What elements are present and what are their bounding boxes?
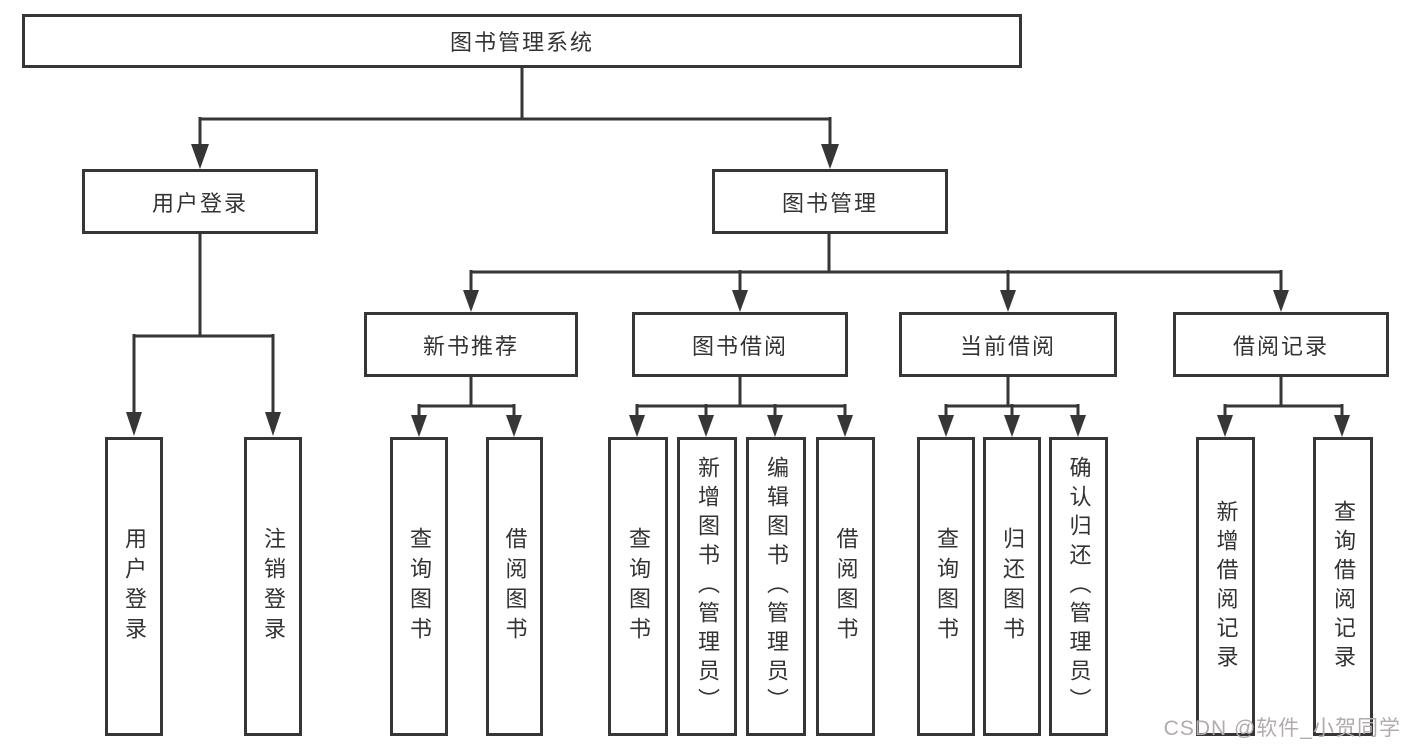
leaf-borrow-books: 借阅图书 bbox=[816, 437, 875, 736]
leaf-borrow-books-recommend: 借阅图书 bbox=[486, 437, 543, 736]
node-label: 图书管理 bbox=[781, 190, 878, 216]
node-current-borrow: 当前借阅 bbox=[899, 312, 1117, 377]
node-label: 当前借阅 bbox=[959, 333, 1056, 359]
leaf-query-books-current: 查询图书 bbox=[917, 437, 975, 736]
node-label: 新增借阅记录 bbox=[1213, 499, 1239, 674]
node-label: 借阅记录 bbox=[1232, 333, 1329, 359]
leaf-user-login: 用户登录 bbox=[105, 437, 163, 736]
node-label: 注销登录 bbox=[261, 526, 286, 647]
node-label: 借阅图书 bbox=[833, 526, 859, 647]
node-label: 新书推荐 bbox=[422, 333, 519, 359]
leaf-query-books-recommend: 查询图书 bbox=[390, 437, 448, 736]
leaf-add-books-admin: 新增图书（管理员） bbox=[677, 437, 737, 736]
csdn-watermark: CSDN @软件_小贺同学 bbox=[1163, 717, 1401, 740]
leaf-query-borrow-record: 查询借阅记录 bbox=[1313, 437, 1373, 736]
node-label: 图书借阅 bbox=[691, 333, 788, 359]
leaf-query-books-borrow: 查询图书 bbox=[608, 437, 668, 736]
node-new-book-recommend: 新书推荐 bbox=[364, 312, 578, 377]
node-label: 图书管理系统 bbox=[449, 30, 594, 55]
node-book-borrow: 图书借阅 bbox=[632, 312, 848, 377]
leaf-edit-books-admin: 编辑图书（管理员） bbox=[746, 437, 806, 736]
node-label: 借阅图书 bbox=[502, 526, 528, 647]
node-label: 归还图书 bbox=[1000, 526, 1025, 647]
node-label: 确认归还（管理员） bbox=[1066, 456, 1092, 717]
node-borrow-records: 借阅记录 bbox=[1173, 312, 1389, 377]
node-user-login: 用户登录 bbox=[82, 169, 318, 234]
node-label: 编辑图书（管理员） bbox=[764, 456, 789, 717]
node-label: 查询借阅记录 bbox=[1331, 499, 1356, 674]
node-label: 查询图书 bbox=[407, 526, 432, 647]
node-label: 新增图书（管理员） bbox=[695, 456, 720, 717]
node-book-management: 图书管理 bbox=[712, 169, 948, 234]
node-label: 用户登录 bbox=[122, 526, 147, 647]
node-label: 查询图书 bbox=[626, 526, 651, 647]
node-label: 用户登录 bbox=[151, 190, 248, 216]
leaf-logout: 注销登录 bbox=[244, 437, 302, 736]
node-library-management-system: 图书管理系统 bbox=[22, 14, 1022, 68]
leaf-add-borrow-record: 新增借阅记录 bbox=[1196, 437, 1255, 736]
node-label: 查询图书 bbox=[934, 526, 959, 647]
leaf-return-books: 归还图书 bbox=[983, 437, 1041, 736]
leaf-confirm-return-admin: 确认归还（管理员） bbox=[1049, 437, 1108, 736]
